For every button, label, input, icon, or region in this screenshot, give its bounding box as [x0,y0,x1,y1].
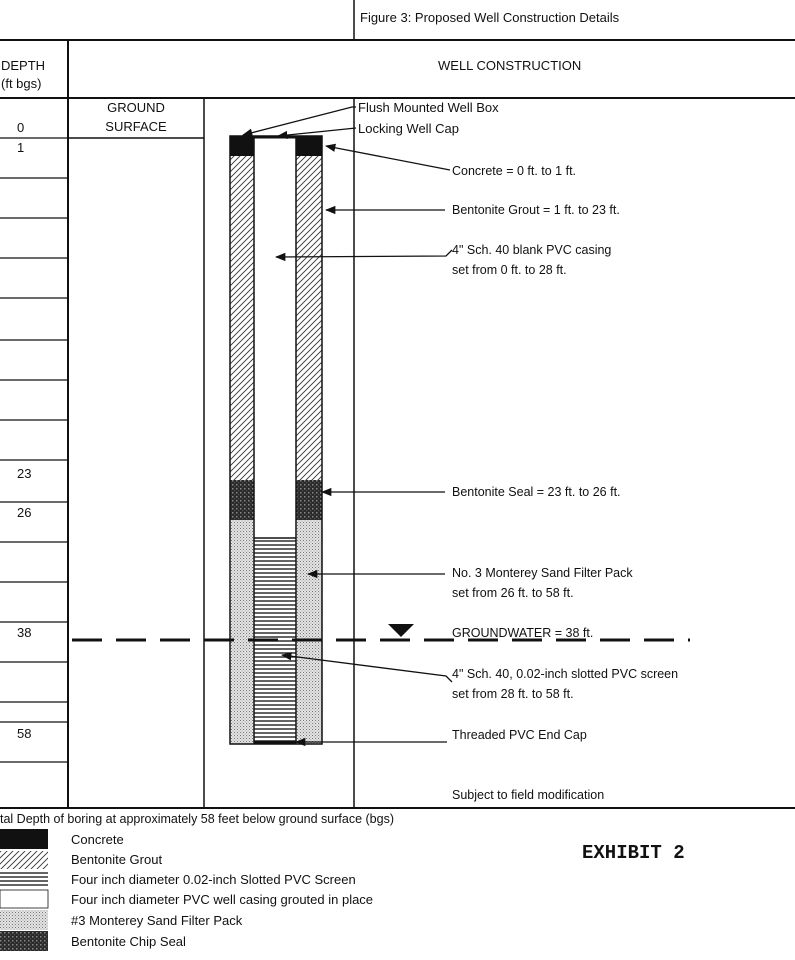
well-construction-header: WELL CONSTRUCTION [438,58,581,73]
surface-header: SURFACE [105,119,167,134]
well-column [229,135,323,745]
figure-title: Figure 3: Proposed Well Construction Det… [360,10,620,25]
legend-label: #3 Monterey Sand Filter Pack [71,913,243,928]
legend-label: Four inch diameter 0.02-inch Slotted PVC… [71,872,356,887]
callout-seal: Bentonite Seal = 23 ft. to 26 ft. [452,485,621,499]
depth-label: 58 [17,726,31,741]
callout-well-box: Flush Mounted Well Box [358,100,499,115]
callout-concrete: Concrete = 0 ft. to 1 ft. [452,164,576,178]
total-depth-note: tal Depth of boring at approximately 58 … [0,812,394,826]
callout-end-cap: Threaded PVC End Cap [452,728,587,742]
legend-swatch-chip-seal [0,931,48,951]
depth-label: 0 [17,120,24,135]
legend-swatch-grout [0,851,48,869]
depth-label: 1 [17,140,24,155]
depth-label: 23 [17,466,31,481]
callout-grout: Bentonite Grout = 1 ft. to 23 ft. [452,203,620,217]
callout-casing-range: set from 0 ft. to 28 ft. [452,263,567,277]
table-frame [0,0,795,809]
callout-well-cap: Locking Well Cap [358,121,459,136]
callout-sand: No. 3 Monterey Sand Filter Pack [452,566,633,580]
depth-header: DEPTH [1,58,45,73]
legend-swatch-screen [0,870,48,888]
legend-label: Four inch diameter PVC well casing grout… [71,892,373,907]
legend-label: Bentonite Chip Seal [71,934,186,949]
ground-header: GROUND [107,100,165,115]
field-modification-note: Subject to field modification [452,788,604,802]
depth-ticks [0,177,68,763]
callout-screen-range: set from 28 ft. to 58 ft. [452,687,574,701]
legend-swatch-sand [0,910,48,930]
callout-groundwater: GROUNDWATER = 38 ft. [452,626,593,640]
depth-label: 38 [17,625,31,640]
depth-units-header: (ft bgs) [1,76,41,91]
legend: Concrete Bentonite Grout Four inch diame… [0,829,373,951]
callout-casing: 4" Sch. 40 blank PVC casing [452,243,611,257]
callout-screen: 4" Sch. 40, 0.02-inch slotted PVC screen [452,667,678,681]
callout-sand-range: set from 26 ft. to 58 ft. [452,586,574,600]
exhibit-label: EXHIBIT 2 [582,842,685,864]
depth-label: 26 [17,505,31,520]
callout-arrows [241,106,453,747]
legend-label: Concrete [71,832,124,847]
water-table-icon [388,624,414,637]
legend-swatch-casing [0,889,49,909]
legend-label: Bentonite Grout [71,852,162,867]
legend-swatch-concrete [0,829,48,849]
